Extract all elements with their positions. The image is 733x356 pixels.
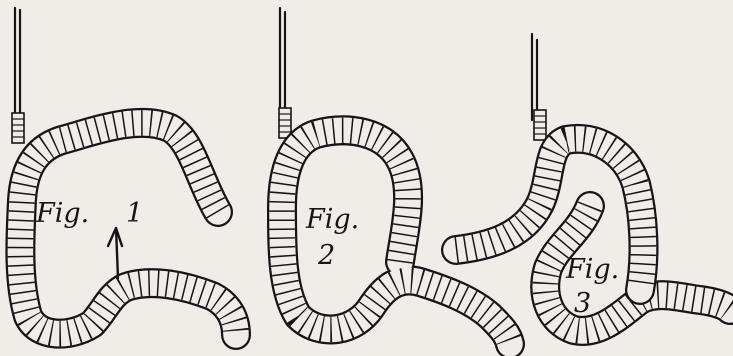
wire-clip [534,110,546,140]
figure-1-number: 1 [126,198,143,229]
wire-clip [279,108,291,138]
figure-2-number: 2 [317,240,335,271]
figure-2-wire [279,8,291,138]
wire-clip [12,113,24,143]
figure-2: Fig. 2 [279,8,510,344]
figure-2-caption: Fig. [305,204,359,235]
figure-3-caption: Fig. [565,254,619,285]
figure-1-caption: Fig. [35,198,89,229]
figure-3-wire [532,34,546,140]
figure-3-number: 3 [574,288,591,319]
direction-arrow-icon [108,228,122,278]
figure-3: Fig. 3 [456,34,730,331]
figure-1-wire [12,8,24,143]
figure-1: Fig. 1 [12,8,236,335]
